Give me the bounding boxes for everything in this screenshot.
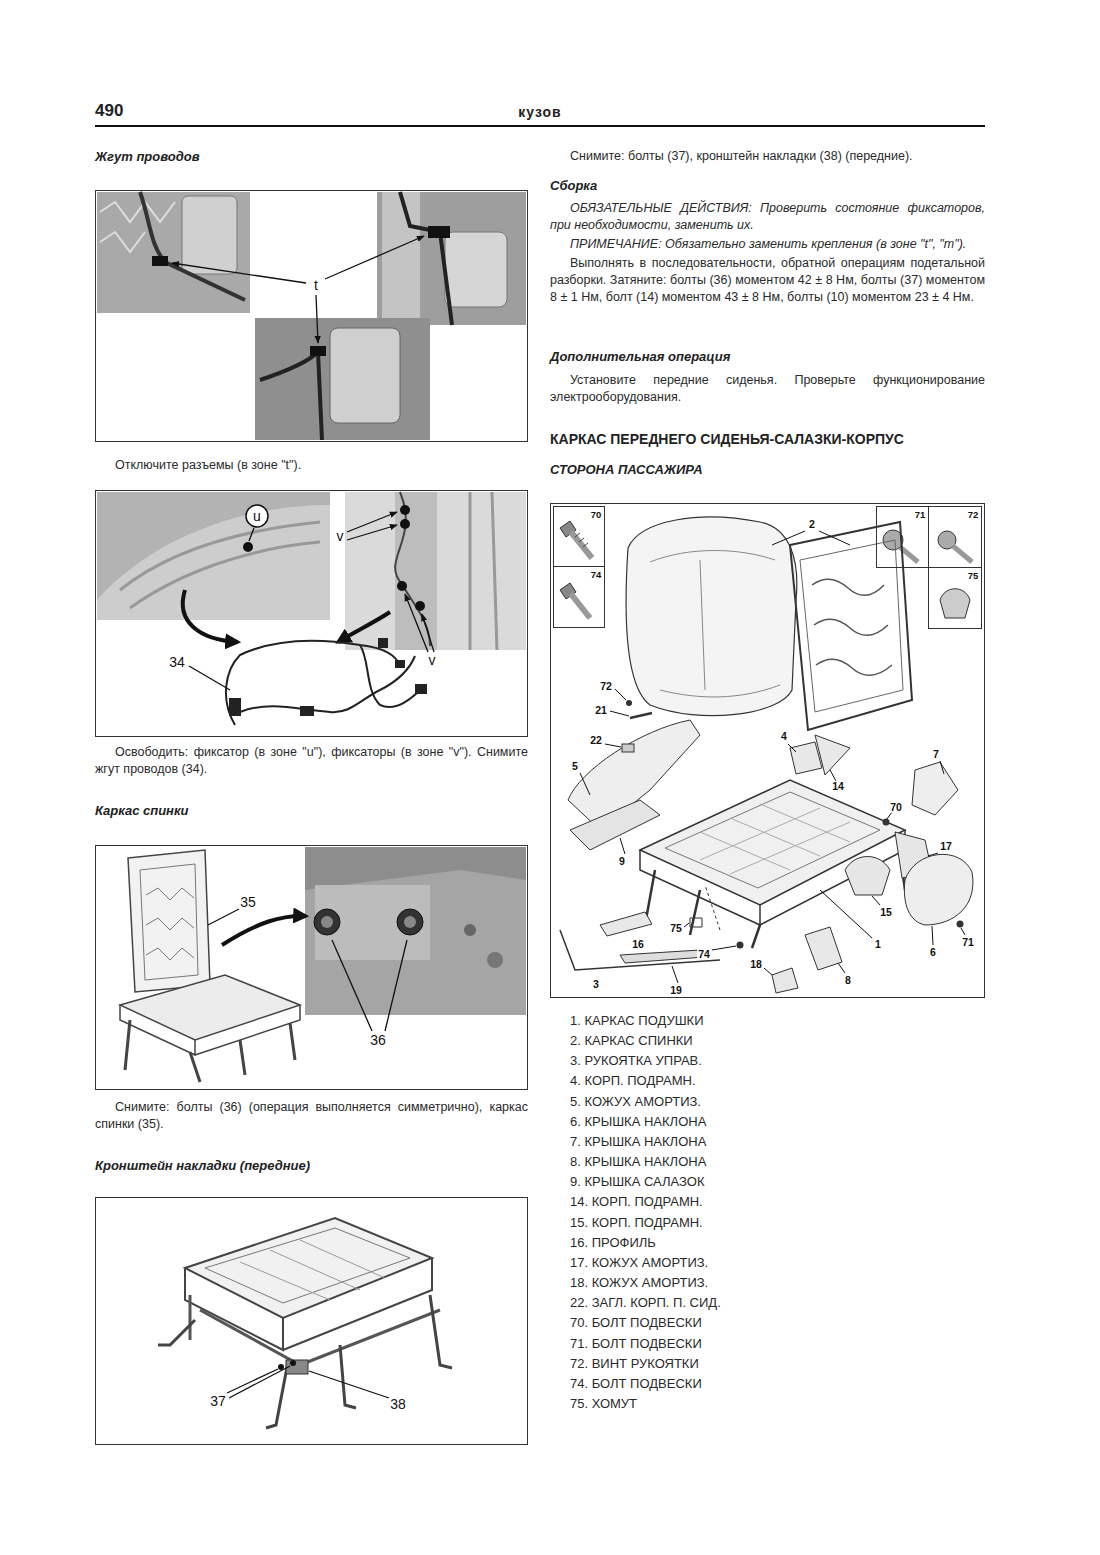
callout-number: 74 [590, 570, 603, 580]
cushion-frame-drawing [158, 1218, 452, 1428]
callout-number: t [313, 278, 319, 292]
part-list-item: 4. КОРП. ПОДРАМН. [570, 1073, 696, 1089]
figure-caption: Отключите разъемы (в зоне "t"). [95, 457, 528, 474]
part-list-item: 1. КАРКАС ПОДУШКИ [570, 1013, 704, 1029]
callout-number: 6 [929, 947, 937, 958]
instruction-text: Выполнять в последовательности, обратной… [550, 255, 985, 306]
callout-number: 70 [889, 802, 903, 813]
part-list-item: 5. КОЖУХ АМОРТИЗ. [570, 1094, 701, 1110]
part-list-item: 71. БОЛТ ПОДВЕСКИ [570, 1336, 702, 1352]
callout-number: 19 [669, 985, 683, 996]
callout-number: v [336, 529, 345, 543]
figure-frame: 35 36 [95, 845, 528, 1090]
section-heading: СТОРОНА ПАССАЖИРА [550, 461, 703, 478]
note-text: ПРИМЕЧАНИЕ: Обязательно заменить креплен… [550, 236, 985, 253]
callout-number: 18 [749, 959, 763, 970]
callout-number: 16 [631, 939, 645, 950]
part-list-item: 6. КРЫШКА НАКЛОНА [570, 1114, 706, 1130]
inset-box: 72 [928, 506, 982, 568]
part-list-item: 7. КРЫШКА НАКЛОНА [570, 1134, 706, 1150]
running-header: кузов [440, 102, 640, 122]
callout-number: 75 [967, 571, 980, 581]
inset-box: 74 [553, 566, 605, 628]
figure-frame: 37 38 [95, 1197, 528, 1445]
callout-number: 22 [589, 735, 603, 746]
part-list-item: 2. КАРКАС СПИНКИ [570, 1033, 693, 1049]
part-list-item: 18. КОЖУХ АМОРТИЗ. [570, 1275, 708, 1291]
callout-number: 8 [844, 975, 852, 986]
callout-number: 72 [967, 510, 980, 520]
section-heading: Дополнительная операция [550, 348, 730, 365]
callout-number: 72 [599, 681, 613, 692]
part-list-item: 74. БОЛТ ПОДВЕСКИ [570, 1376, 702, 1392]
part-list-item: 22. ЗАГЛ. КОРП. П. СИД. [570, 1295, 721, 1311]
callout-number: 36 [369, 1033, 387, 1047]
callout-number: 5 [571, 761, 579, 772]
section-heading: Каркас спинки [95, 802, 188, 819]
part-list-item: 8. КРЫШКА НАКЛОНА [570, 1154, 706, 1170]
part-list-item: 9. КРЫШКА САЛАЗОК [570, 1174, 704, 1190]
inset-box: 70 [553, 506, 605, 567]
figure-frame: 2 72 21 22 5 4 7 14 70 17 9 15 75 16 71 6 74 1 18 3 8 19 70 74 7… [550, 503, 985, 998]
callout-number: 14 [831, 781, 845, 792]
part-list-item: 3. РУКОЯТКА УПРАВ. [570, 1053, 702, 1069]
callout-number: 9 [618, 856, 626, 867]
callout-number: 3 [592, 979, 600, 990]
section-heading: Кронштейн накладки (передние) [95, 1157, 310, 1174]
callout-number: 71 [914, 510, 927, 520]
callout-number: 35 [239, 895, 257, 909]
callout-number: u [252, 509, 262, 523]
inset-box: 71 [876, 506, 929, 568]
part-list-item: 70. БОЛТ ПОДВЕСКИ [570, 1315, 702, 1331]
page-number: 490 [95, 101, 123, 121]
instruction-text: Установите передние сиденья. Проверьте ф… [550, 372, 985, 406]
callout-number: 75 [669, 923, 683, 934]
figure-caption: Освободить: фиксатор (в зоне "u"), фикса… [95, 744, 528, 778]
chapter-heading: КАРКАС ПЕРЕДНЕГО СИДЕНЬЯ-САЛАЗКИ-КОРПУС [550, 430, 904, 448]
harness-photos [97, 192, 526, 440]
callout-number: 21 [594, 705, 608, 716]
part-list-item: 17. КОЖУХ АМОРТИЗ. [570, 1255, 708, 1271]
section-heading: Жгут проводов [95, 148, 200, 165]
instruction-text: Снимите: болты (37), кронштейн накладки … [550, 148, 985, 165]
figure-caption: Снимите: болты (36) (операция выполняетс… [95, 1099, 528, 1133]
note-text: ОБЯЗАТЕЛЬНЫЕ ДЕЙСТВИЯ: Проверить состоян… [550, 200, 985, 234]
callout-number: 7 [932, 749, 940, 760]
callout-number: 4 [780, 731, 788, 742]
callout-number: v [428, 653, 437, 667]
callout-number: 17 [939, 841, 953, 852]
figure-frame: u v v 34 [95, 490, 528, 737]
backrest-drawing [120, 847, 526, 1082]
callout-number: 38 [389, 1397, 407, 1411]
callout-number: 2 [808, 519, 816, 530]
part-list-item: 16. ПРОФИЛЬ [570, 1235, 656, 1251]
part-list-item: 14. КОРП. ПОДРАМН. [570, 1194, 703, 1210]
callout-number: 70 [590, 510, 603, 520]
part-list-item: 75. ХОМУТ [570, 1396, 637, 1412]
section-heading: Сборка [550, 177, 597, 194]
callout-number: 1 [874, 939, 882, 950]
harness-drawing [97, 492, 526, 725]
callout-number: 71 [961, 937, 975, 948]
callout-number: 15 [879, 907, 893, 918]
figure-frame: t [95, 190, 528, 442]
callout-number: 74 [697, 949, 711, 960]
callout-number: 34 [168, 655, 186, 669]
seat-exploded-view [560, 517, 973, 993]
part-list-item: 72. ВИНТ РУКОЯТКИ [570, 1356, 699, 1372]
inset-box: 75 [928, 567, 982, 629]
header-rule [95, 125, 985, 127]
part-list-item: 15. КОРП. ПОДРАМН. [570, 1215, 703, 1231]
callout-number: 37 [209, 1394, 227, 1408]
